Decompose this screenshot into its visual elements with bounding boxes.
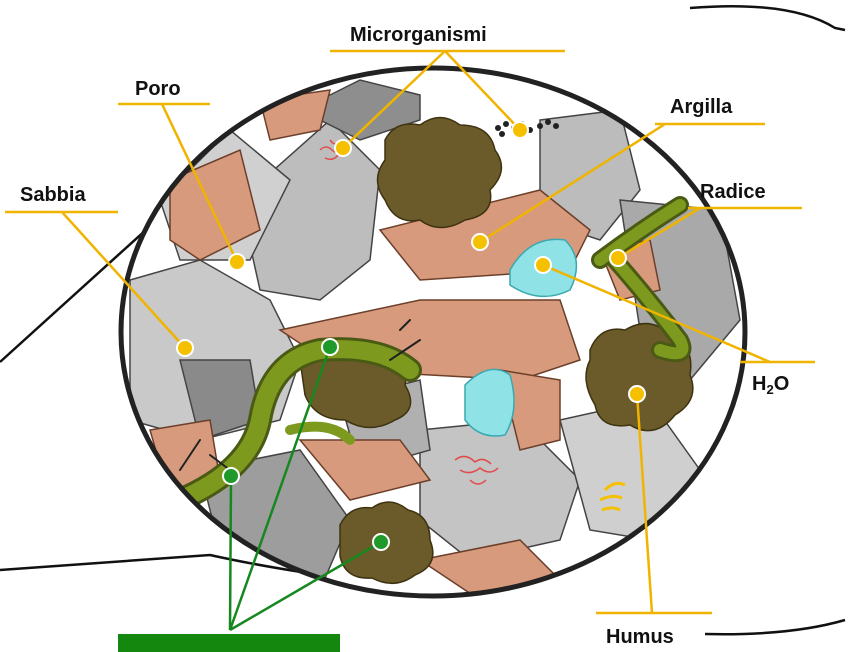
label-microrganismi: Microrganismi <box>350 24 487 46</box>
water-droplet <box>465 369 514 436</box>
label-humus: Humus <box>606 626 674 648</box>
marker-humus <box>629 386 645 402</box>
label-sabbia: Sabbia <box>20 184 86 206</box>
marker-sabbia <box>177 340 193 356</box>
marker-green-2 <box>223 468 239 484</box>
marker-microrganismi-2 <box>512 122 528 138</box>
marker-h2o <box>535 257 551 273</box>
marker-argilla <box>472 234 488 250</box>
marker-green-1 <box>322 339 338 355</box>
marker-microrganismi-1 <box>335 140 351 156</box>
label-h2o: H2O <box>752 373 789 397</box>
marker-poro <box>229 254 245 270</box>
marker-green-3 <box>373 534 389 550</box>
humus-clump <box>378 118 502 228</box>
outer-bracket-top <box>690 6 845 30</box>
label-poro: Poro <box>135 78 181 100</box>
soil-magnified-circle <box>121 68 745 600</box>
h2o-o: O <box>774 373 790 395</box>
label-radice: Radice <box>700 181 766 203</box>
bottom-green-bar <box>118 634 340 652</box>
marker-radice <box>610 250 626 266</box>
h2o-subscript: 2 <box>766 382 773 397</box>
outer-bracket-bottom <box>705 620 845 634</box>
h2o-h: H <box>752 373 766 395</box>
label-argilla: Argilla <box>670 96 733 118</box>
